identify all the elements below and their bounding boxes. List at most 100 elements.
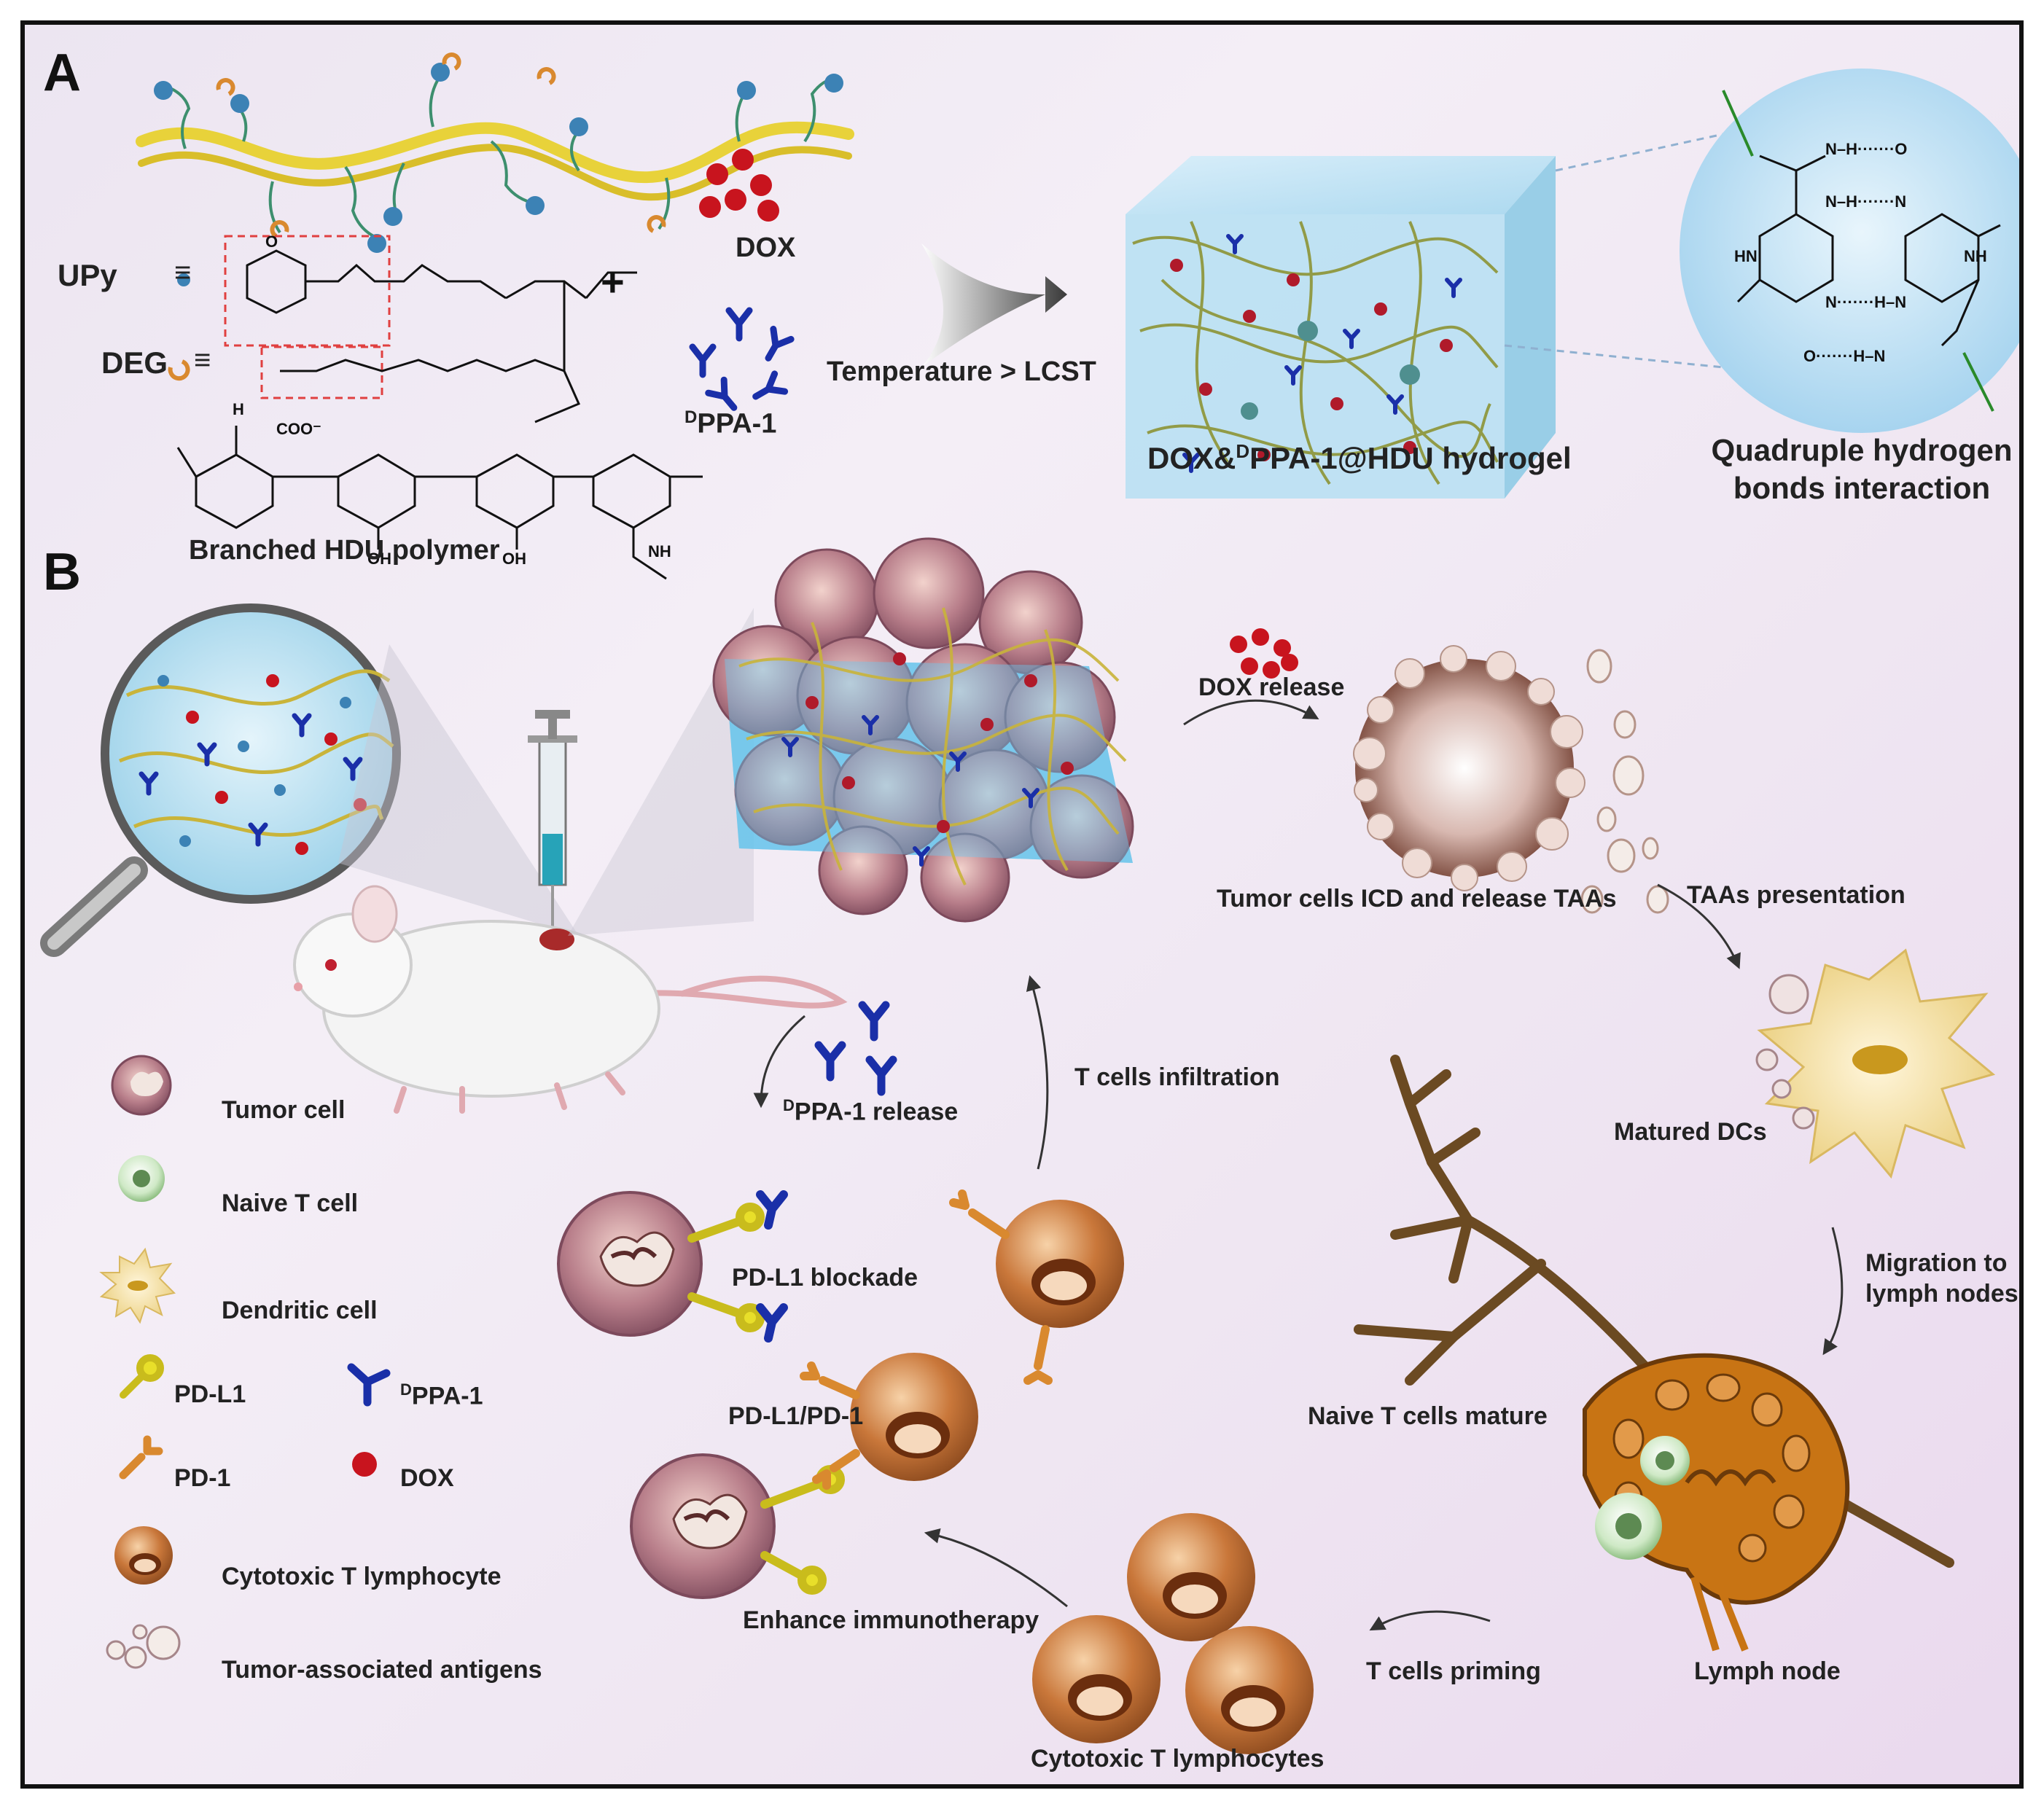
chem-o-label: O (265, 233, 278, 251)
deg-label: DEG (101, 345, 168, 380)
upy-equiv: ≡ (174, 257, 192, 289)
taas-arrow (1657, 883, 1741, 969)
pdl1-pd1-label: PD-L1/PD-1 (728, 1402, 864, 1430)
legend-ctl-icon (114, 1526, 173, 1585)
zoom-lines (1504, 133, 1724, 369)
migration-arrow (1822, 1227, 1844, 1356)
polymer-caption: Branched HDU polymer (189, 535, 500, 566)
ctl-group (1032, 1513, 1314, 1754)
hbond-zoom-circle (1680, 69, 2019, 433)
hbond-row-2: N–H·······N (1825, 192, 1906, 211)
ppa-label: DPPA-1 (684, 407, 777, 439)
ppa-blocking (756, 1190, 788, 1343)
plus-sign: + (601, 259, 625, 305)
pd1-receptors (800, 1189, 1053, 1490)
panel-label-a: A (43, 44, 81, 102)
dox-release-label: DOX release (1198, 673, 1345, 701)
pdl1-receptors (687, 1203, 845, 1595)
lymph-node-label: Lymph node (1694, 1657, 1841, 1685)
t-priming-label: T cells priming (1366, 1657, 1541, 1685)
priming-arrow (1369, 1610, 1491, 1631)
migration-label-2: lymph nodes (1865, 1280, 2018, 1308)
upy-label: UPy (58, 258, 117, 292)
released-ppa (814, 1001, 897, 1096)
chem-h-label: H (233, 400, 244, 418)
legend-ppa-label: DPPA-1 (400, 1380, 483, 1410)
legend-pdl1-icon (120, 1354, 164, 1399)
ppa-molecules (689, 307, 795, 411)
migration-label-1: Migration to (1865, 1249, 2008, 1277)
hbond-caption-line2: bonds interaction (1733, 471, 1991, 505)
dox-molecules (699, 149, 779, 222)
naive-mature-label: Naive T cells mature (1308, 1402, 1548, 1430)
deg-hooks (216, 52, 666, 238)
ctls-label: Cytotoxic T lymphocytes (1031, 1745, 1325, 1773)
figure-frame: O H COO⁻ OH OH NH (20, 20, 2024, 1789)
deg-hook-icon (168, 359, 190, 381)
diagram-canvas: O H COO⁻ OH OH NH (40, 52, 2019, 1754)
deg-equiv: ≡ (194, 344, 211, 376)
magnifier (40, 603, 401, 957)
legend-naive-icon (118, 1155, 165, 1202)
upy-beads (154, 63, 843, 253)
chem-nh-acetyl-label: NH (648, 542, 671, 560)
legend-tumor-label: Tumor cell (222, 1096, 346, 1124)
chem-coo-label: COO⁻ (276, 420, 321, 438)
tumor-zoom-beam (568, 608, 754, 936)
infiltration-arrow (1026, 974, 1049, 1170)
hbond-row-4: O·······H–N (1803, 347, 1885, 365)
lymph-node (1354, 1055, 1954, 1652)
legend-ppa-icon (347, 1363, 391, 1407)
upy-side-chains (166, 74, 835, 241)
icd-tumor-cell (1353, 645, 1669, 914)
released-dox (1230, 628, 1298, 679)
syringe (528, 710, 577, 943)
legend-pdl1-label: PD-L1 (174, 1380, 246, 1408)
legend-taa-label: Tumor-associated antigens (222, 1656, 542, 1684)
legend-ctl-label: Cytotoxic T lymphocyte (222, 1563, 502, 1590)
polymer-backbone (136, 121, 854, 201)
magnifier-beam (338, 644, 579, 936)
hbond-caption-line1: Quadruple hydrogen (1711, 433, 2013, 467)
chemical-structure (176, 235, 703, 580)
legend-naive-label: Naive T cell (222, 1189, 359, 1217)
legend-tumor-icon (111, 1055, 172, 1116)
ppa-release-label: DPPA-1 release (783, 1096, 959, 1126)
ctl-interacting (850, 1200, 1124, 1481)
hydrogel-block (1126, 156, 1556, 499)
legend-pd1-icon (119, 1435, 163, 1480)
ppa-release-arrow (753, 1015, 805, 1109)
temperature-label: Temperature > LCST (827, 356, 1096, 387)
legend-dox-label: DOX (400, 1464, 454, 1492)
hydrogel-caption: DOX&DPPA-1@HDU hydrogel (1147, 440, 1572, 475)
upy-bead-icon (177, 273, 190, 286)
hbond-hn-label: HN (1734, 247, 1758, 265)
chem-oh2-label: OH (502, 550, 526, 568)
hbond-structure (1722, 90, 2001, 412)
tumor-cell-bound (630, 1453, 776, 1599)
enhance-arrow (924, 1528, 1068, 1608)
legend-dc-icon (99, 1247, 176, 1324)
icd-label: Tumor cells ICD and release TAAs (1217, 885, 1617, 913)
process-arrow (921, 243, 1067, 367)
enhance-label: Enhance immunotherapy (743, 1606, 1039, 1634)
hbond-row-3: N·······H–N (1825, 293, 1906, 311)
legend-taa-icon (106, 1624, 181, 1669)
mouse (293, 885, 848, 1114)
legend-pd1-label: PD-1 (174, 1464, 231, 1492)
matured-dcs-label: Matured DCs (1614, 1118, 1767, 1146)
legend-dc-label: Dendritic cell (222, 1297, 378, 1324)
pdl1-blockade-label: PD-L1 blockade (732, 1264, 918, 1292)
legend-dox-icon (352, 1452, 377, 1477)
taas-label: TAAs presentation (1687, 881, 1905, 909)
t-infiltration-label: T cells infiltration (1074, 1063, 1280, 1091)
panel-label-b: B (43, 543, 81, 601)
tumor-cell-blockade (557, 1191, 703, 1337)
hbond-row-1: N–H·······O (1825, 140, 1907, 158)
dox-label: DOX (736, 233, 796, 263)
matured-dc (1755, 948, 1996, 1179)
chem-oh1-label: OH (367, 550, 391, 568)
hbond-nh-label: NH (1964, 247, 1987, 265)
dox-release-arrow (1183, 699, 1319, 726)
tumor-mass (712, 537, 1134, 923)
